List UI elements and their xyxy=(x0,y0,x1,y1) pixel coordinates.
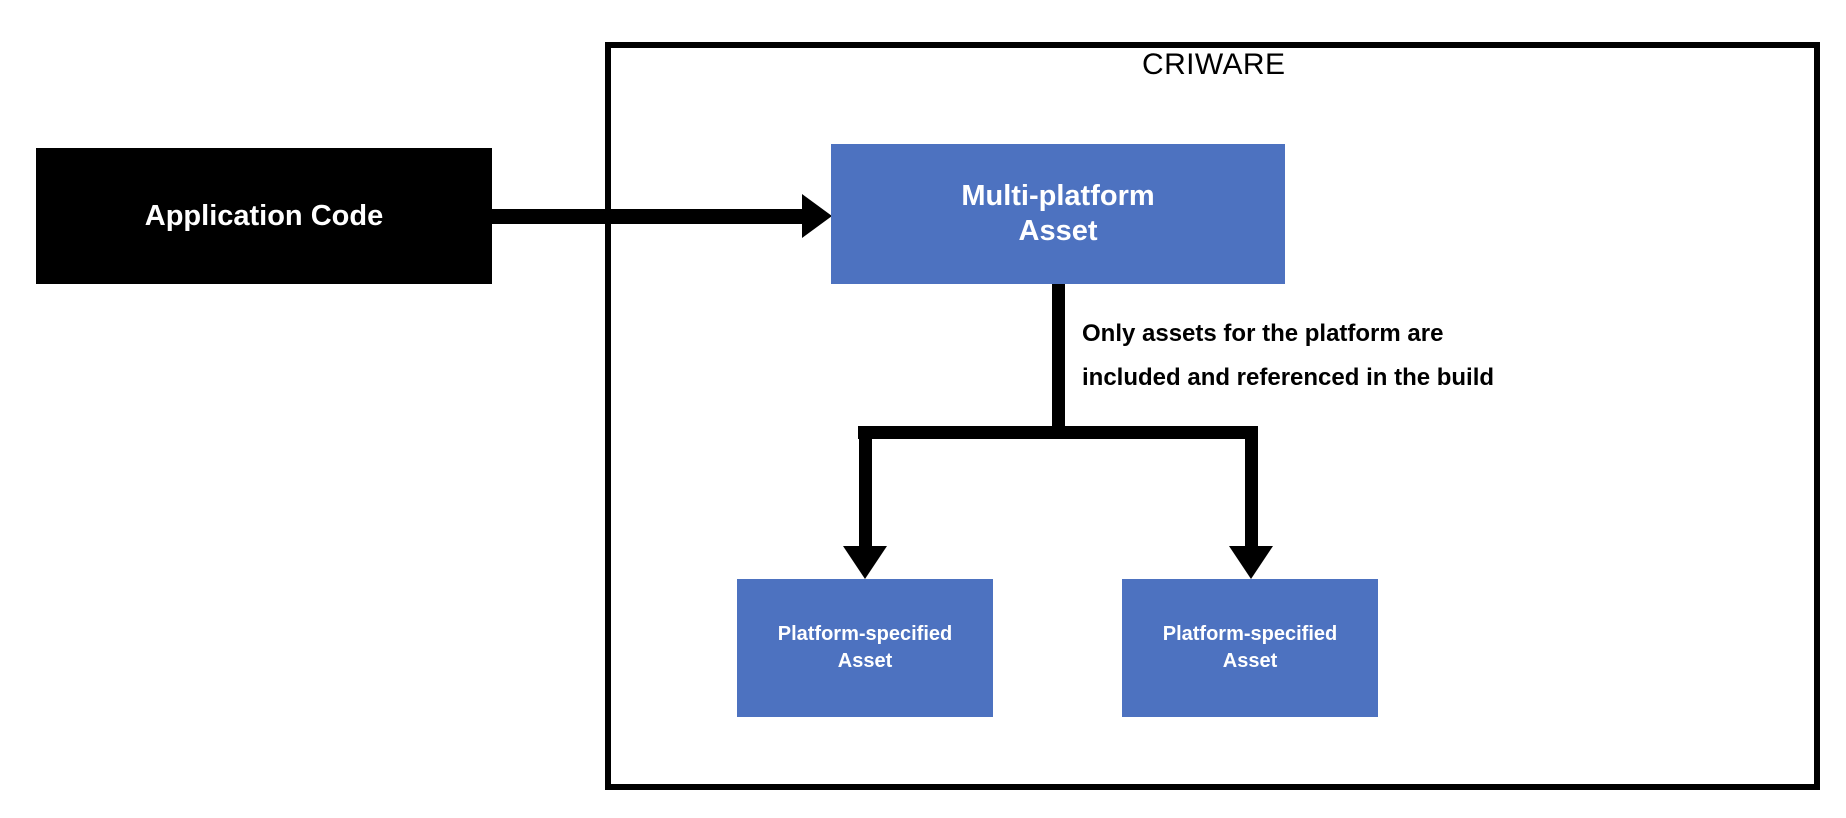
node-platform-specified-asset-left-line1: Platform-specified xyxy=(777,623,953,645)
node-platform-specified-asset-right-label: Platform-specified Asset xyxy=(1163,621,1337,675)
connector-branch-left-vertical xyxy=(859,426,872,546)
annotation-build-note-line2: included and referenced in the build xyxy=(1082,364,1495,392)
annotation-build-note: Only assets for the platform are include… xyxy=(1082,312,1494,401)
connector-distribution-bar xyxy=(858,426,1258,439)
node-application-code-label: Application Code xyxy=(144,199,384,232)
node-multi-platform-asset: Multi-platform Asset xyxy=(831,144,1285,284)
criware-container-label: CRIWARE xyxy=(1142,48,1286,81)
arrow-app-to-multiplatform-head-icon xyxy=(802,194,832,238)
node-multi-platform-asset-line1: Multi-platform xyxy=(961,179,1155,212)
node-platform-specified-asset-left-line2: Asset xyxy=(837,650,893,672)
connector-stem-vertical xyxy=(1052,284,1065,439)
annotation-build-note-line1: Only assets for the platform are xyxy=(1082,320,1444,347)
node-application-code: Application Code xyxy=(36,148,492,284)
node-platform-specified-asset-right-line2: Asset xyxy=(1222,650,1278,672)
node-platform-specified-asset-left-label: Platform-specified Asset xyxy=(778,621,952,675)
connector-branch-right-vertical xyxy=(1245,426,1258,546)
arrow-branch-right-head-icon xyxy=(1229,546,1273,579)
node-platform-specified-asset-right-line1: Platform-specified xyxy=(1162,623,1338,645)
node-platform-specified-asset-right: Platform-specified Asset xyxy=(1122,579,1378,717)
node-multi-platform-asset-label: Multi-platform Asset xyxy=(961,179,1154,250)
criware-container-frame xyxy=(605,42,1820,790)
node-multi-platform-asset-line2: Asset xyxy=(1018,215,1098,247)
arrow-branch-left-head-icon xyxy=(843,546,887,579)
arrow-app-to-multiplatform-shaft xyxy=(492,209,805,224)
node-platform-specified-asset-left: Platform-specified Asset xyxy=(737,579,993,717)
